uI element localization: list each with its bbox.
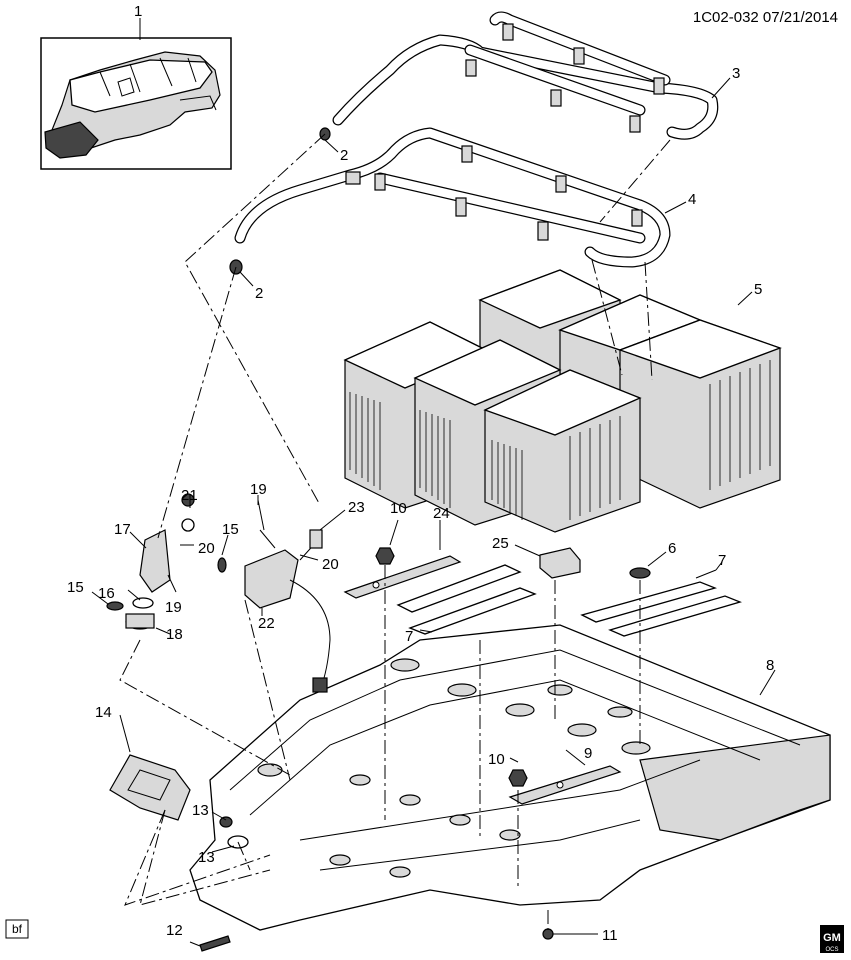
spacer-block-25 — [539, 547, 581, 579]
callout-14: 14 — [95, 704, 112, 721]
callout-15-left: 15 — [67, 579, 84, 596]
callout-6: 6 — [668, 540, 676, 557]
callout-20-right: 20 — [322, 556, 339, 573]
callout-23: 23 — [348, 499, 365, 516]
o-ring-15-left — [106, 601, 124, 611]
callout-25: 25 — [492, 535, 509, 552]
gm-logo-text: GM — [823, 932, 841, 944]
callout-19-right: 19 — [250, 481, 267, 498]
callout-11: 11 — [602, 927, 618, 944]
o-ring-15-right — [217, 557, 227, 573]
coolant-hose-upper — [332, 11, 719, 140]
callout-15-right: 15 — [222, 521, 239, 538]
callout-7-left: 7 — [405, 628, 413, 645]
callout-3: 3 — [732, 65, 740, 82]
callout-12: 12 — [166, 922, 183, 939]
callout-13-lower: 13 — [198, 849, 215, 866]
gm-logo-subtext: OCS — [825, 947, 838, 953]
access-cover-14 — [109, 754, 191, 821]
clip-13-upper — [219, 816, 233, 828]
nut-10-upper — [375, 547, 395, 565]
gm-logo: GM OCS — [820, 925, 844, 953]
bracket-24 — [343, 555, 462, 599]
callout-19-left: 19 — [165, 599, 182, 616]
nut-11 — [542, 928, 554, 940]
leader-lines — [91, 18, 776, 947]
callout-16: 16 — [98, 585, 115, 602]
callout-20-left: 20 — [198, 540, 215, 557]
callout-8: 8 — [766, 657, 774, 674]
callout-4: 4 — [688, 191, 696, 208]
coolant-hose-lower — [234, 127, 671, 268]
o-ring-16 — [132, 597, 154, 609]
corner-tag-text: bf — [12, 922, 23, 936]
callout-13-upper: 13 — [192, 802, 209, 819]
fitting-18 — [125, 613, 155, 630]
callout-10-upper: 10 — [390, 500, 407, 517]
connector-22 — [244, 499, 331, 693]
callout-5: 5 — [754, 281, 762, 298]
thermal-pads-right — [580, 581, 742, 637]
coolant-fitting-17 — [139, 493, 195, 593]
callout-17: 17 — [114, 521, 131, 538]
callout-7-right: 7 — [718, 552, 726, 569]
bolt-12 — [199, 935, 231, 952]
callout-2-upper: 2 — [340, 147, 348, 164]
callout-24: 24 — [433, 505, 450, 522]
callout-18: 18 — [166, 626, 183, 643]
grommet-6 — [629, 567, 651, 579]
callout-10-lower: 10 — [488, 751, 505, 768]
inset-battery-assembly — [40, 37, 232, 170]
diagram-reference-code: 1C02-032 07/21/2014 — [693, 9, 838, 26]
thermal-pads-left — [396, 564, 537, 635]
battery-module-stack — [343, 269, 782, 533]
callout-21: 21 — [181, 487, 198, 504]
callout-22: 22 — [258, 615, 275, 632]
callout-2-lower: 2 — [255, 285, 263, 302]
callout-1: 1 — [134, 3, 142, 20]
callout-9: 9 — [584, 745, 592, 762]
callout-labels: 1 2 2 3 4 5 6 7 7 8 9 10 10 11 12 13 13 … — [67, 3, 774, 944]
corner-tag: bf — [5, 919, 29, 939]
nut-10-lower — [508, 769, 528, 787]
